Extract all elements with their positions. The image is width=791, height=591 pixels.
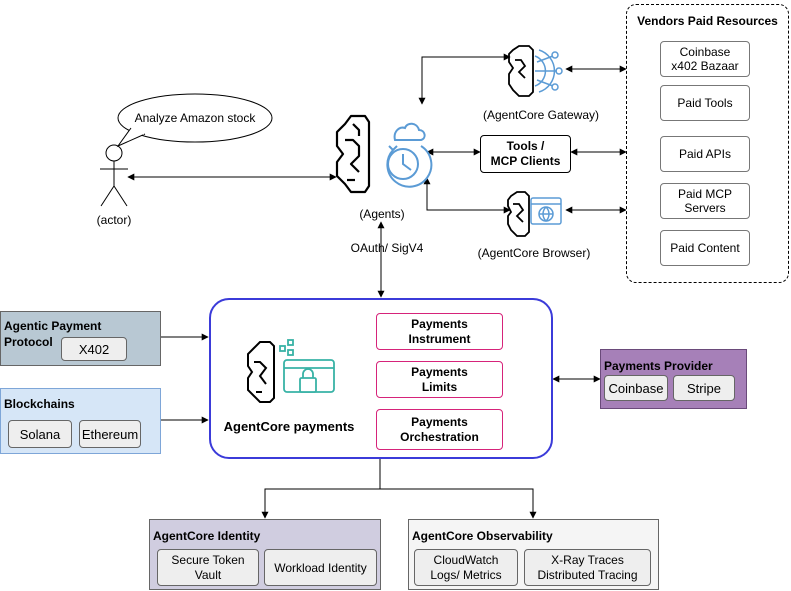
identity-title: AgentCore Identity [153, 529, 261, 543]
arrow-agents-browser [423, 177, 511, 214]
actor-label: (actor) [96, 212, 132, 227]
protocol-chip-x402: X402 [61, 337, 127, 361]
module-line: Payments [411, 364, 468, 379]
chip-line: CloudWatch [433, 552, 499, 567]
chip-line: Logs/ Metrics [430, 567, 502, 582]
gateway-label: (AgentCore Gateway) [482, 107, 600, 122]
vendor-item-line: Coinbase [679, 45, 731, 59]
tools-mcp-clients-box: Tools / MCP Clients [480, 135, 571, 173]
blockchain-chip-ethereum: Ethereum [79, 420, 141, 448]
chip-line: Vault [194, 567, 222, 582]
browser-label: (AgentCore Browser) [477, 245, 591, 260]
arrow-agents-gateway [418, 53, 511, 105]
module-line: Orchestration [400, 429, 479, 444]
observability-chip-cloudwatch: CloudWatch Logs/ Metrics [414, 549, 518, 586]
arrow-payments-observability [380, 488, 537, 519]
payments-provider-title: Payments Provider [604, 359, 713, 373]
actor-icon [100, 144, 128, 207]
observability-title: AgentCore Observability [412, 529, 553, 543]
tools-box-line2: MCP Clients [490, 154, 561, 168]
vendor-item-line: Paid Tools [677, 96, 733, 110]
chip-line: Distributed Tracing [537, 567, 638, 582]
vendor-item-line: x402 Bazaar [671, 59, 739, 73]
protocol-title-line1: Agentic Payment [4, 319, 102, 333]
blockchains-title: Blockchains [4, 397, 75, 411]
speech-bubble-text: Analyze Amazon stock [134, 110, 256, 125]
gateway-icon [508, 45, 563, 97]
vendors-title: Vendors Paid Resources [637, 13, 778, 28]
vendor-item-paid-tools: Paid Tools [660, 85, 750, 121]
payments-brain-card-icon [247, 339, 335, 403]
provider-chip-coinbase: Coinbase [604, 375, 668, 401]
chip-line: X-Ray Traces [551, 552, 624, 567]
payments-label: AgentCore payments [223, 418, 355, 434]
browser-icon [507, 191, 562, 237]
vendor-item-paid-apis: Paid APIs [660, 136, 750, 172]
module-line: Payments [411, 414, 468, 429]
module-line: Payments [411, 316, 468, 331]
speech-bubble-shape [116, 93, 273, 148]
vendor-item-line: Paid APIs [678, 147, 732, 161]
agents-label: (Agents) [359, 206, 405, 221]
vendor-item-paid-content: Paid Content [660, 230, 750, 266]
tools-box-line1: Tools / [506, 139, 545, 153]
module-line: Instrument [408, 331, 471, 346]
payments-orchestration-box: Payments Orchestration [376, 409, 503, 450]
chip-line: Secure Token [171, 552, 245, 567]
vendor-item-paid-mcp-servers: Paid MCP Servers [660, 183, 750, 219]
protocol-title-line2: Protocol [4, 335, 53, 349]
vendor-item-line: Paid Content [670, 241, 740, 255]
payments-instrument-box: Payments Instrument [376, 313, 503, 350]
vendor-item-line: Paid MCP [677, 187, 733, 201]
identity-chip-workload-identity: Workload Identity [264, 549, 377, 586]
identity-chip-secure-token-vault: Secure Token Vault [157, 549, 259, 586]
agents-brain-icon [335, 114, 433, 194]
module-line: Limits [421, 379, 458, 394]
arrow-payments-identity [261, 459, 381, 519]
observability-chip-xray: X-Ray Traces Distributed Tracing [524, 549, 651, 586]
vendor-item-coinbase-bazaar: Coinbase x402 Bazaar [660, 41, 750, 77]
blockchain-chip-solana: Solana [8, 420, 72, 448]
payments-limits-box: Payments Limits [376, 361, 503, 398]
auth-label: OAuth/ SigV4 [350, 240, 424, 255]
vendor-item-line: Servers [684, 201, 726, 215]
provider-chip-stripe: Stripe [673, 375, 735, 401]
